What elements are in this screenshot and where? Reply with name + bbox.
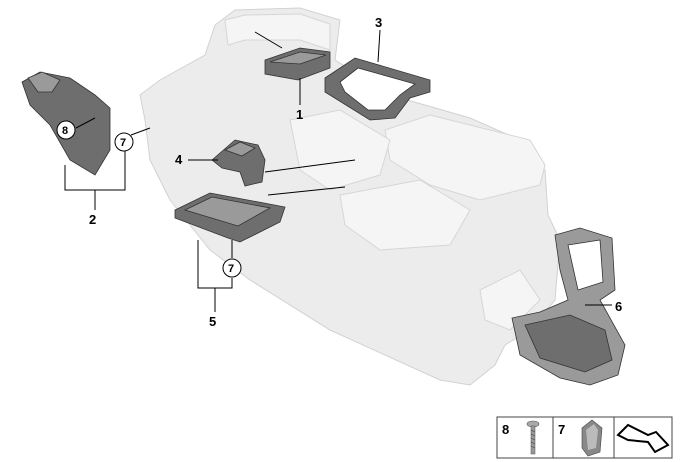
svg-text:7: 7 xyxy=(120,137,126,149)
center-console-ghost xyxy=(139,7,561,386)
circled-ref-7: 7 xyxy=(222,258,242,278)
callout-4: 4 xyxy=(175,152,183,167)
part-4-cupholder[interactable] xyxy=(211,139,266,187)
part-6-rear-trim[interactable] xyxy=(511,227,626,386)
svg-text:7: 7 xyxy=(228,263,234,275)
callout-1: 1 xyxy=(296,107,303,122)
legend-box: 8 7 xyxy=(496,416,673,459)
arrow-return-icon xyxy=(616,423,670,454)
circled-ref-8: 8 xyxy=(56,120,76,140)
legend-label-7: 7 xyxy=(558,422,565,437)
clip-nut-icon xyxy=(581,419,603,457)
part-3-trim-frame[interactable] xyxy=(324,57,431,121)
callout-5: 5 xyxy=(209,314,216,329)
callout-2: 2 xyxy=(89,212,96,227)
circled-ref-7: 7 xyxy=(114,132,134,152)
callout-6: 6 xyxy=(615,299,622,314)
part-5-tray[interactable] xyxy=(174,192,286,243)
callout-3: 3 xyxy=(375,15,382,30)
svg-text:8: 8 xyxy=(62,125,68,137)
leader-lines xyxy=(64,29,612,312)
screw-icon xyxy=(526,420,540,455)
part-1-vent[interactable] xyxy=(264,47,331,81)
legend-label-8: 8 xyxy=(502,422,509,437)
